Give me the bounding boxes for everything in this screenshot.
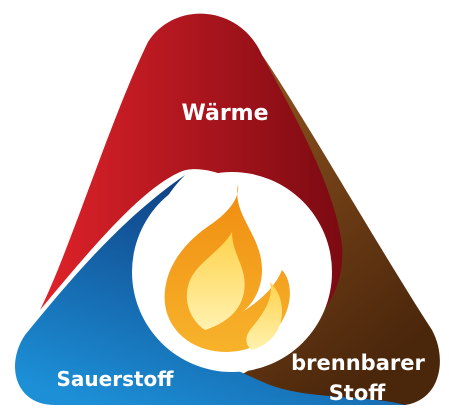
fuel-label-line2: Stoff	[329, 381, 387, 405]
fuel-segment	[180, 55, 440, 405]
heat-label: Wärme	[181, 101, 268, 126]
heat-segment	[40, 13, 343, 330]
oxygen-label: Sauerstoff	[57, 367, 175, 391]
oxygen-segment	[15, 175, 405, 405]
fuel-label-line1: brennbarer	[291, 351, 425, 375]
flame-icon	[164, 185, 290, 352]
